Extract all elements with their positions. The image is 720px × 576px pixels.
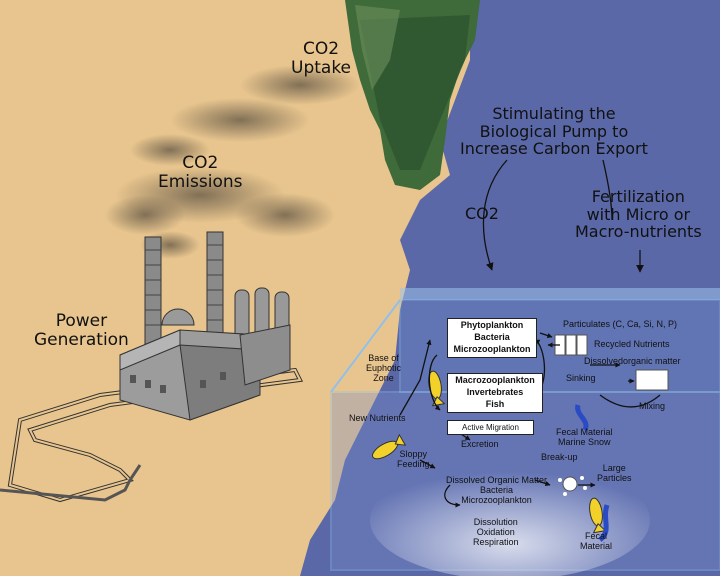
break-up-label: Break-up [541, 452, 578, 462]
active-migration-box: Active Migration [447, 420, 534, 435]
fish-icon [589, 497, 607, 534]
particle-fragments [558, 476, 587, 496]
mixing-label: Mixing [639, 401, 666, 411]
particulates-label: Particulates (C, Ca, Si, N, P) [563, 319, 678, 329]
dissolved-organic-matter-label: Dissolvedorganic matter [584, 356, 681, 366]
co2-ocean-label: CO2 [465, 204, 499, 223]
smoke-clouds [105, 65, 360, 259]
power-plant [0, 231, 304, 503]
new-nutrients-label: New Nutrients [349, 413, 406, 423]
sinking-label: Sinking [566, 373, 596, 383]
excretion-label: Excretion [461, 439, 499, 449]
forest [345, 0, 480, 190]
mixing-box [635, 369, 669, 391]
process-arrows [399, 159, 661, 508]
fecal-sinking-arrow [598, 504, 610, 542]
fish-icon [372, 433, 407, 460]
particle-icon [562, 476, 578, 492]
fish-icon [428, 370, 446, 407]
recycled-nutrients-label: Recycled Nutrients [594, 339, 670, 349]
sinking-arrow [575, 404, 589, 432]
